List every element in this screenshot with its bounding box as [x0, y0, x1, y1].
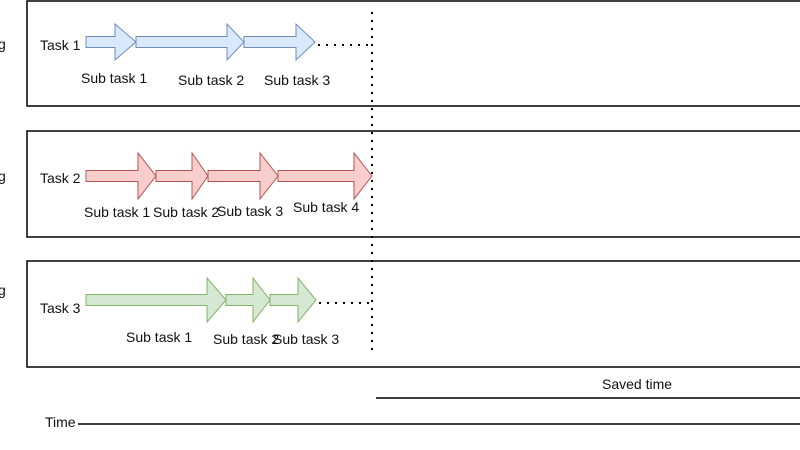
time-axis-label: Time: [45, 414, 76, 430]
lane-3-edge-label: g: [0, 282, 6, 298]
lane-3-subtask-3-label: Sub task 3: [273, 331, 340, 347]
task-3-label: Task 3: [40, 300, 81, 316]
lane-1-arrow-3: [243, 22, 316, 62]
saved-time-label: Saved time: [602, 376, 673, 392]
lane-1-arrow-1: [85, 22, 137, 62]
lane-1-arrow-2: [135, 22, 245, 62]
lane-3-frame: [26, 260, 800, 368]
task-1-label: Task 1: [40, 37, 81, 53]
lane-1-subtask-3-label: Sub task 3: [264, 72, 331, 88]
lane-2-arrow-2: [155, 151, 209, 201]
lane-1-subtask-2-label: Sub task 2: [178, 72, 245, 88]
lane-2-subtask-1-label: Sub task 1: [84, 204, 151, 220]
lane-2-edge-label: g: [0, 168, 6, 184]
lane-2-frame: [26, 130, 800, 238]
task-2-label: Task 2: [40, 170, 81, 186]
lane-3-subtask-1-label: Sub task 1: [126, 329, 193, 345]
lane-1-edge-label: g: [0, 36, 6, 52]
lane-3-arrow-3: [269, 276, 317, 324]
lane-1-frame: [26, 0, 800, 107]
lane-2-arrow-1: [85, 151, 157, 201]
lane-3-subtask-2-label: Sub task 2: [213, 331, 280, 347]
lane-3-arrow-2: [225, 276, 271, 324]
lane-1-subtask-1-label: Sub task 1: [81, 70, 148, 86]
lane-2-arrow-4: [277, 151, 373, 201]
lane-2-subtask-4-label: Sub task 4: [293, 199, 360, 215]
lane-2-subtask-3-label: Sub task 3: [217, 203, 284, 219]
lane-2-subtask-2-label: Sub task 2: [153, 204, 220, 220]
lane-3-arrow-1: [85, 276, 227, 324]
lane-2-arrow-3: [207, 151, 279, 201]
